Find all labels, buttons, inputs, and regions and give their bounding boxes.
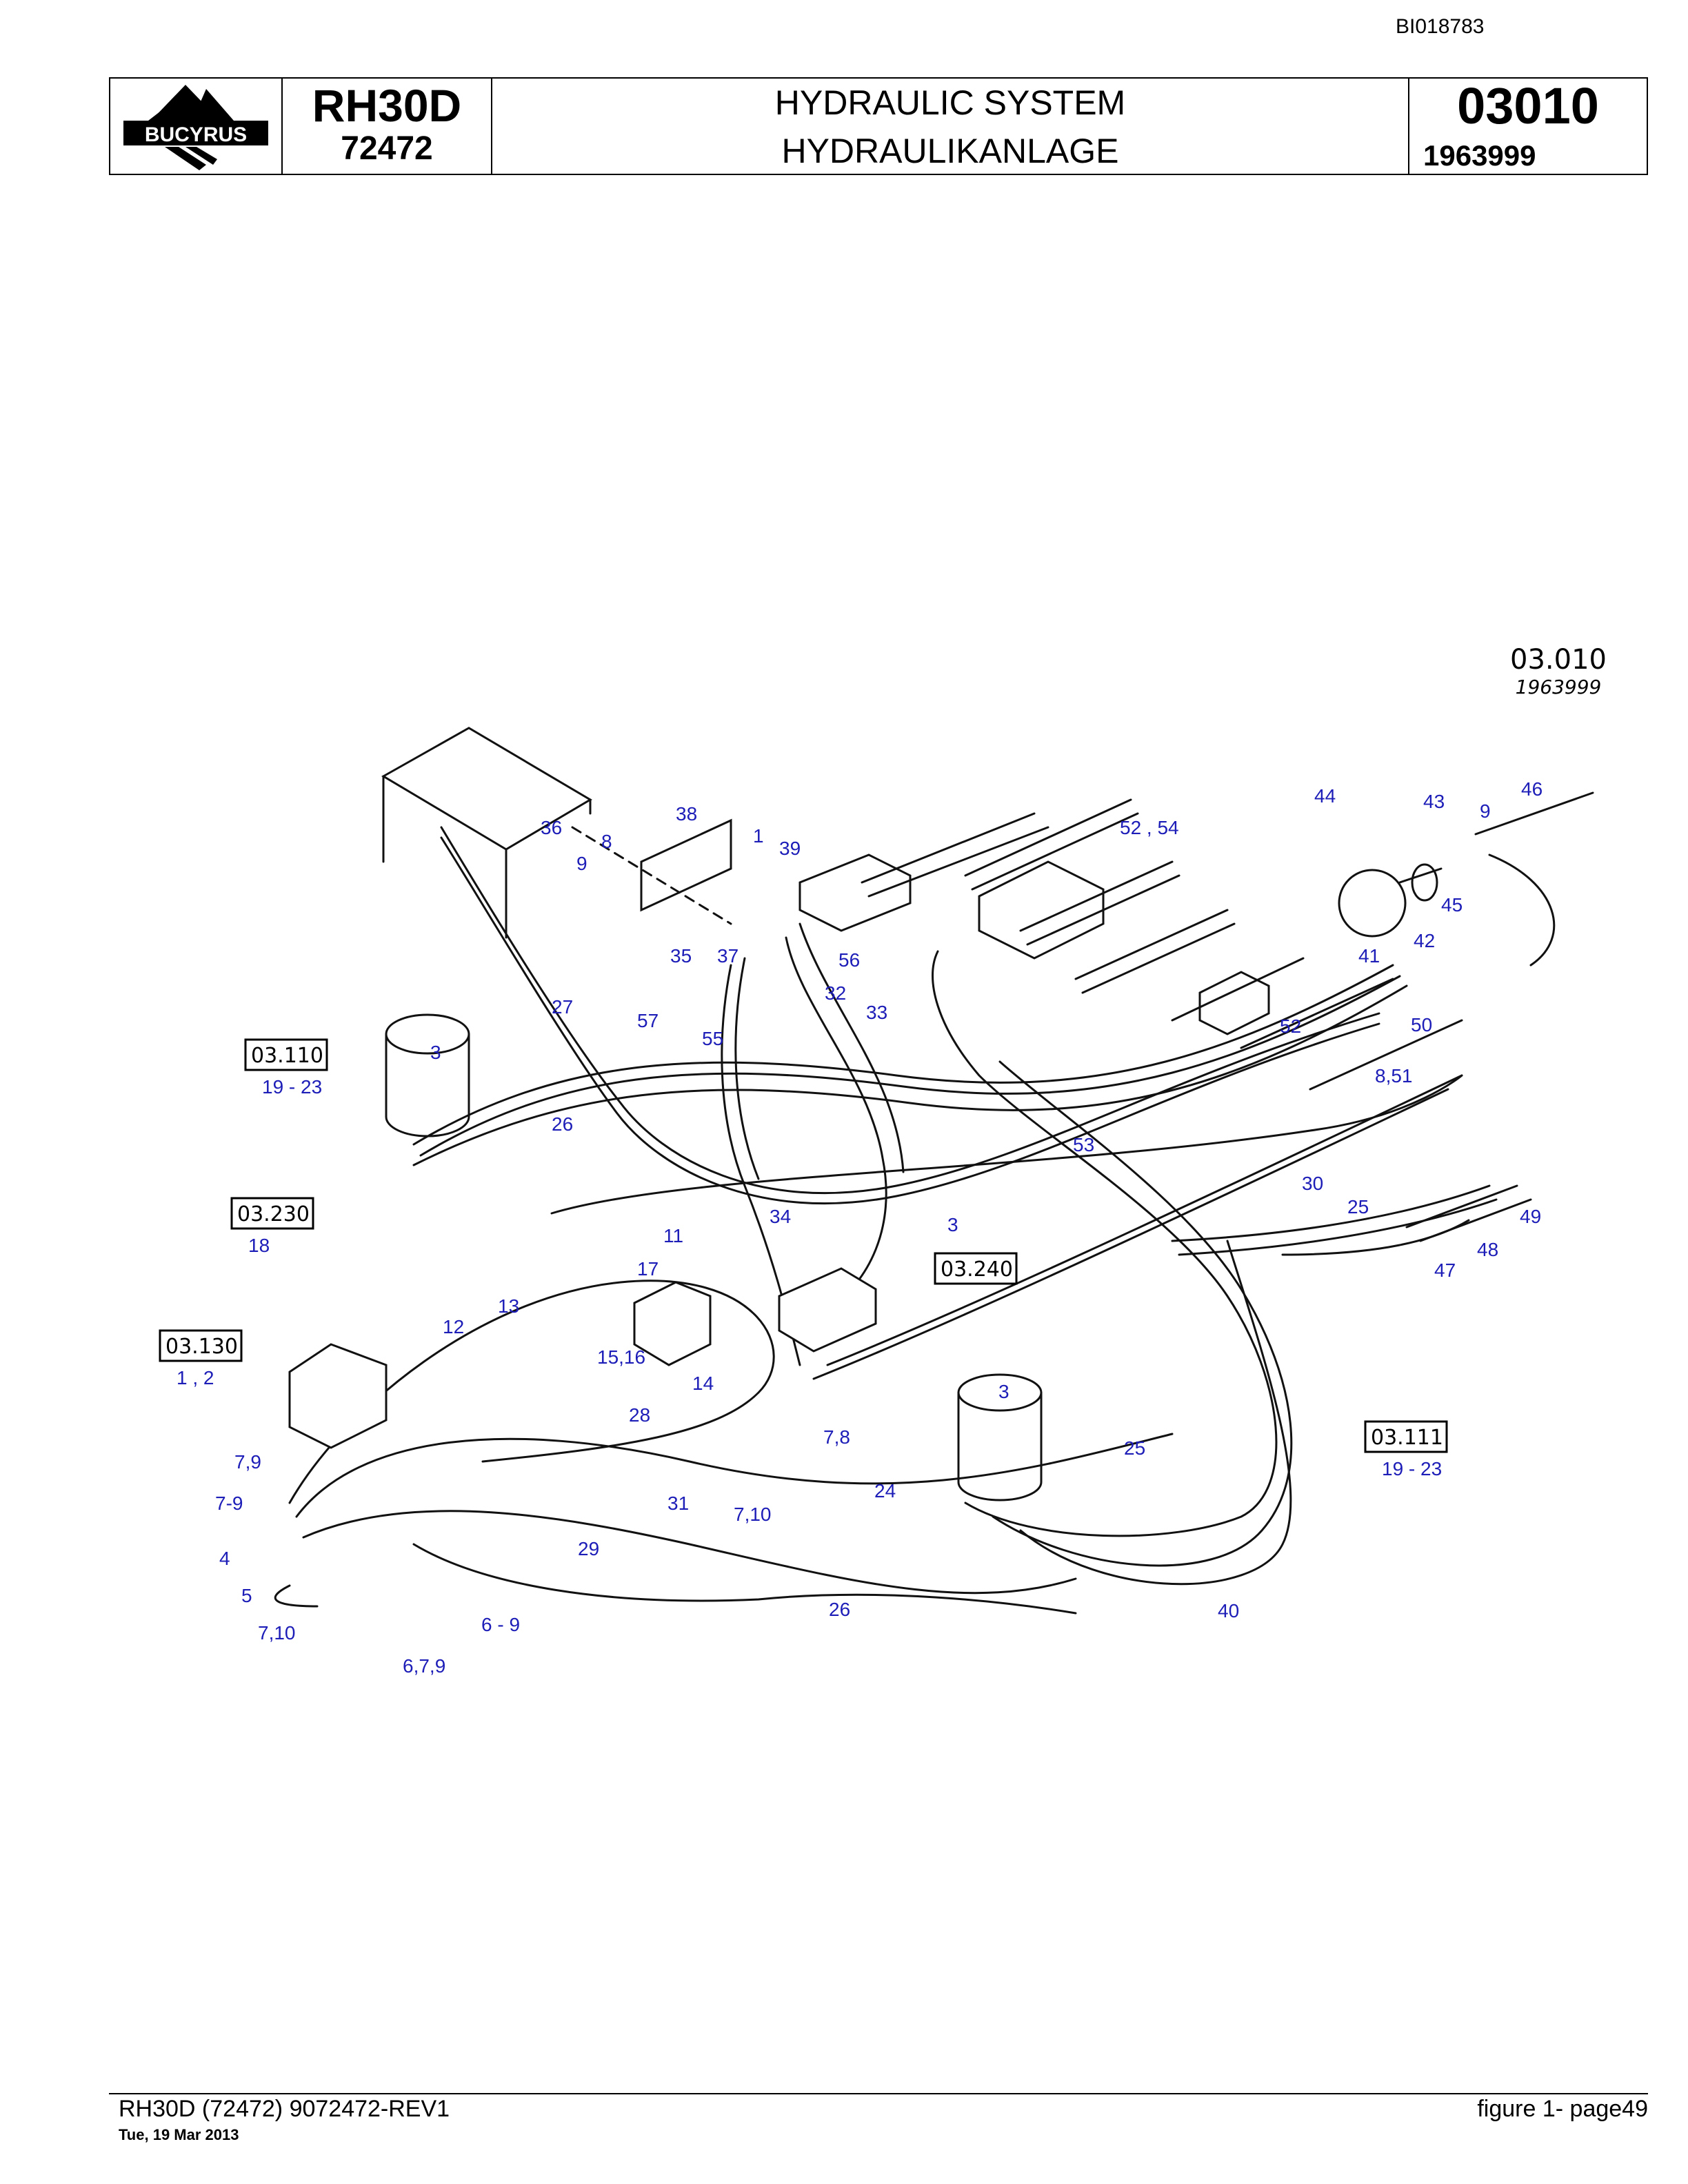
document-id: BI018783 <box>1396 15 1485 38</box>
reference-box-03-230: 03.230 18 <box>230 1197 314 1256</box>
reference-box-items: 19 - 23 <box>262 1076 322 1098</box>
reference-box-items: 1 , 2 <box>177 1367 214 1388</box>
callout-label: 26 <box>552 1113 573 1135</box>
callout-label: 43 <box>1423 791 1445 812</box>
footer-rule <box>109 2093 1648 2094</box>
callout-label: 5 <box>241 1585 252 1606</box>
callout-label: 11 <box>663 1225 683 1246</box>
callout-label: 12 <box>443 1316 464 1337</box>
callout-label: 48 <box>1477 1239 1498 1260</box>
callout-label: 15,16 <box>597 1346 645 1368</box>
bucyrus-logo: BUCYRUS <box>110 79 283 174</box>
callout-label: 4 <box>219 1548 230 1569</box>
callout-label: 7,9 <box>234 1451 261 1473</box>
diagram-ref-part: 1963999 <box>1515 676 1602 698</box>
callout-label: 42 <box>1414 930 1435 951</box>
callout-label: 26 <box>829 1599 850 1620</box>
callout-label: 7,10 <box>734 1504 772 1525</box>
callout-label: 3 <box>430 1042 441 1063</box>
callout-label: 17 <box>637 1258 659 1280</box>
callout-label: 31 <box>667 1493 689 1514</box>
callout-label: 46 <box>1521 778 1543 800</box>
callout-label: 9 <box>1480 800 1491 822</box>
footer-document: RH30D (72472) 9072472-REV1 <box>119 2096 450 2122</box>
serial-number: 72472 <box>341 130 433 167</box>
reference-boxes: 03.110 19 - 23 03.230 18 03.130 1 , 2 03.240 03… <box>159 1038 1448 1479</box>
callout-label: 13 <box>498 1295 519 1317</box>
reference-box-03-130: 03.130 1 , 2 <box>159 1329 243 1388</box>
callout-label: 52 <box>1280 1015 1301 1037</box>
diagram-ref-code: 03.010 <box>1510 644 1607 676</box>
model-cell: RH30D 72472 <box>283 79 492 174</box>
callout-label: 9 <box>576 853 587 874</box>
callout-label: 55 <box>702 1028 723 1049</box>
callout-label: 1 <box>753 825 764 847</box>
callout-label: 37 <box>717 945 738 967</box>
callout-label: 27 <box>552 996 573 1018</box>
reference-box-code: 03.240 <box>941 1257 1013 1282</box>
reference-box-code: 03.230 <box>237 1202 310 1226</box>
callout-label: 57 <box>637 1010 659 1031</box>
reference-box-code: 03.110 <box>251 1044 323 1068</box>
callout-label: 24 <box>874 1480 896 1502</box>
callout-label: 38 <box>676 803 697 825</box>
callout-label: 3 <box>998 1381 1009 1402</box>
group-cell: 03010 1963999 <box>1409 79 1647 174</box>
callout-label: 53 <box>1073 1134 1094 1155</box>
callout-label: 45 <box>1441 894 1463 916</box>
callout-label: 41 <box>1358 945 1380 967</box>
reference-box-03-110: 03.110 19 - 23 <box>244 1038 328 1098</box>
reference-box-items: 19 - 23 <box>1382 1458 1442 1479</box>
svg-text:BUCYRUS: BUCYRUS <box>145 123 247 146</box>
title-cell: HYDRAULIC SYSTEM HYDRAULIKANLAGE <box>492 79 1409 174</box>
callout-label: 3 <box>947 1214 958 1235</box>
reference-box-03-111: 03.111 19 - 23 <box>1364 1420 1448 1479</box>
title-german: HYDRAULIKANLAGE <box>781 132 1119 170</box>
callout-label: 29 <box>578 1538 599 1559</box>
callout-label: 8,51 <box>1375 1065 1413 1086</box>
reference-box-items: 18 <box>248 1235 270 1256</box>
callout-label: 8 <box>601 831 612 852</box>
callout-label: 25 <box>1124 1437 1145 1459</box>
callout-label: 14 <box>692 1373 714 1394</box>
callout-label: 25 <box>1347 1196 1369 1217</box>
callout-label: 36 <box>541 817 562 838</box>
footer-date: Tue, 19 Mar 2013 <box>119 2126 239 2143</box>
callout-label: 7,10 <box>258 1622 296 1644</box>
callout-label: 30 <box>1302 1173 1323 1194</box>
reference-box-03-240: 03.240 <box>934 1252 1018 1285</box>
callout-label: 56 <box>838 949 860 971</box>
callout-label: 44 <box>1314 785 1336 807</box>
callout-label: 49 <box>1520 1206 1541 1227</box>
callout-label: 7-9 <box>215 1493 243 1514</box>
callout-label: 50 <box>1411 1014 1432 1035</box>
callout-label: 33 <box>866 1002 887 1023</box>
title-block: BUCYRUS RH30D 72472 HYDRAULIC SYSTEM HYD… <box>109 77 1648 175</box>
callout-label: 6,7,9 <box>403 1655 445 1677</box>
callout-label: 35 <box>670 945 692 967</box>
callout-label: 6 - 9 <box>481 1614 520 1635</box>
reference-box-code: 03.130 <box>165 1335 238 1359</box>
diagram-reference: 03.010 1963999 <box>1510 644 1607 698</box>
callout-label: 34 <box>770 1206 791 1227</box>
callout-label: 28 <box>629 1404 650 1426</box>
callout-label: 39 <box>779 838 801 859</box>
title-english: HYDRAULIC SYSTEM <box>774 83 1126 122</box>
reference-box-code: 03.111 <box>1371 1426 1443 1450</box>
callout-label: 47 <box>1434 1260 1456 1281</box>
diagram-linework <box>274 727 1594 1615</box>
callout-label: 52 , 54 <box>1120 817 1179 838</box>
model-name: RH30D <box>312 80 462 131</box>
callout-label: 32 <box>825 982 846 1004</box>
callout-label: 7,8 <box>823 1426 850 1448</box>
group-number: 03010 <box>1457 77 1599 134</box>
footer-page: figure 1- page49 <box>1477 2096 1648 2122</box>
part-number: 1963999 <box>1423 139 1536 172</box>
callout-label: 40 <box>1218 1600 1239 1621</box>
